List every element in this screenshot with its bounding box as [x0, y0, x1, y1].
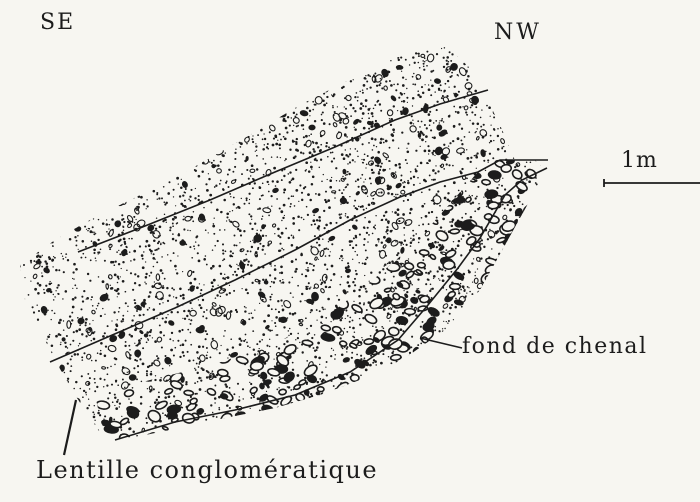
- lens-leader: [64, 400, 76, 455]
- channel-base-label: fond de chenal: [462, 334, 648, 359]
- scale-bar: [604, 179, 700, 187]
- orientation-label-se: SE: [40, 10, 75, 35]
- lens-label: Lentille conglomératique: [36, 456, 378, 484]
- orientation-label-nw: NW: [494, 20, 542, 45]
- scale-bar-label: 1m: [621, 148, 658, 173]
- bedding-surface-lower: [50, 160, 548, 362]
- channel-base-line: [115, 168, 547, 440]
